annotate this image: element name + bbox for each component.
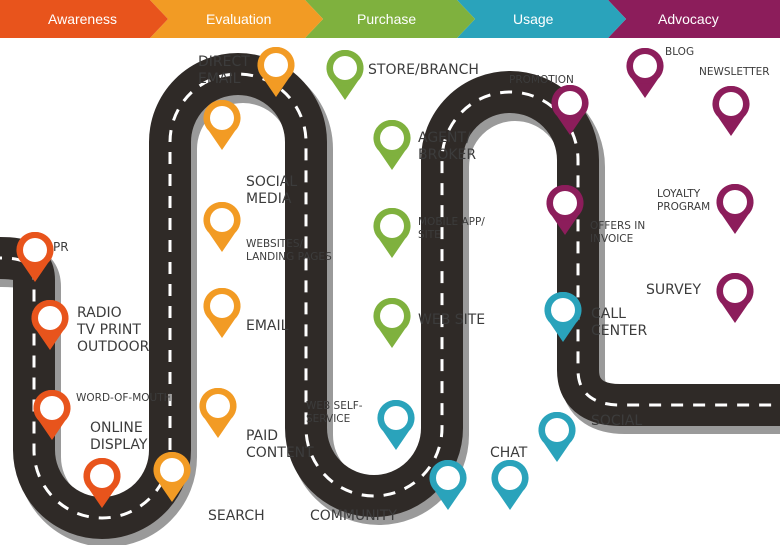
touchpoint-label-newsletter: NEWSLETTER: [699, 66, 770, 78]
map-pin-icon[interactable]: [716, 183, 754, 234]
map-pin-icon[interactable]: [16, 231, 54, 282]
touchpoint-label-agent: AGENT/ BROKER: [418, 130, 477, 163]
map-pin-icon[interactable]: [626, 47, 664, 99]
stage-label-purchase: Purchase: [357, 11, 417, 27]
touchpoint-label-paid: PAID CONTENT: [246, 428, 314, 461]
map-pin-icon[interactable]: [33, 389, 71, 440]
map-pin-icon[interactable]: [203, 99, 241, 150]
touchpoint-label-social: SOCIAL: [591, 413, 643, 429]
stage-label-evaluation: Evaluation: [206, 11, 272, 27]
touchpoint-label-social-media: SOCIAL MEDIA: [246, 174, 298, 207]
map-pin-icon[interactable]: [491, 459, 529, 510]
stage-label-awareness: Awareness: [48, 11, 118, 27]
stage-arrow-evaluation: [150, 0, 323, 38]
map-pin-icon[interactable]: [429, 459, 467, 510]
stage-arrow-usage: [457, 0, 626, 38]
touchpoint-label-promotion: PROMOTION: [509, 74, 574, 86]
map-pin-icon[interactable]: [31, 299, 69, 350]
map-pin-icon[interactable]: [373, 119, 411, 170]
touchpoint-label-email: EMAIL: [246, 318, 289, 334]
stage-arrow-purchase: [305, 0, 475, 38]
road-center-line: [0, 72, 780, 520]
touchpoint-label-self-service: WEB SELF- SERVICE: [306, 400, 363, 425]
touchpoint-label-loyalty: LOYALTY PROGRAM: [657, 188, 711, 213]
touchpoint-label-blog: BLOG: [665, 46, 695, 58]
map-pin-icon[interactable]: [153, 451, 191, 502]
stage-arrow-advocacy: [608, 0, 780, 38]
touchpoint-label-pr: PR: [53, 240, 69, 254]
map-pin-icon[interactable]: [203, 201, 241, 252]
map-pin-icon[interactable]: [544, 291, 582, 342]
map-pin-icon[interactable]: [83, 457, 121, 508]
touchpoint-label-website: WEB SITE: [418, 312, 486, 328]
map-pin-icon[interactable]: [203, 287, 241, 338]
touchpoint-label-call-center: CALL CENTER: [591, 306, 648, 339]
map-pin-icon[interactable]: [538, 411, 576, 462]
touchpoint-label-chat: CHAT: [490, 445, 528, 461]
map-pin-icon[interactable]: [716, 272, 754, 323]
map-pin-icon[interactable]: [377, 399, 415, 450]
touchpoint-label-store: STORE/BRANCH: [368, 62, 479, 78]
map-pin-icon[interactable]: [257, 46, 295, 98]
touchpoint-label-survey: SURVEY: [646, 282, 702, 298]
touchpoint-label-online: ONLINE DISPLAY: [90, 420, 148, 453]
touchpoint-label-offers: OFFERS IN INVOICE: [590, 220, 646, 245]
stage-arrow-awareness: [0, 0, 168, 38]
stage-label-usage: Usage: [513, 11, 554, 27]
map-pin-icon[interactable]: [199, 387, 237, 438]
map-pin-icon[interactable]: [546, 184, 584, 235]
touchpoint-pins: [16, 46, 754, 510]
touchpoint-label-mobile: MOBILE APP/ SITE: [418, 216, 485, 241]
touchpoint-label-websites: WEBSITES/ LANDING PAGES: [246, 238, 332, 263]
map-pin-icon[interactable]: [712, 85, 750, 136]
map-pin-icon[interactable]: [326, 49, 364, 101]
map-pin-icon[interactable]: [373, 297, 411, 348]
map-pin-icon[interactable]: [551, 84, 589, 135]
map-pin-icon[interactable]: [373, 207, 411, 258]
stage-label-advocacy: Advocacy: [658, 11, 719, 27]
touchpoint-label-search: SEARCH: [208, 508, 265, 524]
touchpoint-label-wom: WORD-OF-MOUTH: [76, 392, 172, 404]
touchpoint-label-community: COMMUNITY: [310, 508, 397, 524]
touchpoint-label-radio: RADIO TV PRINT OUTDOOR: [77, 305, 150, 355]
touchpoint-label-direct-email: DIRECT EMAIL: [198, 54, 250, 87]
